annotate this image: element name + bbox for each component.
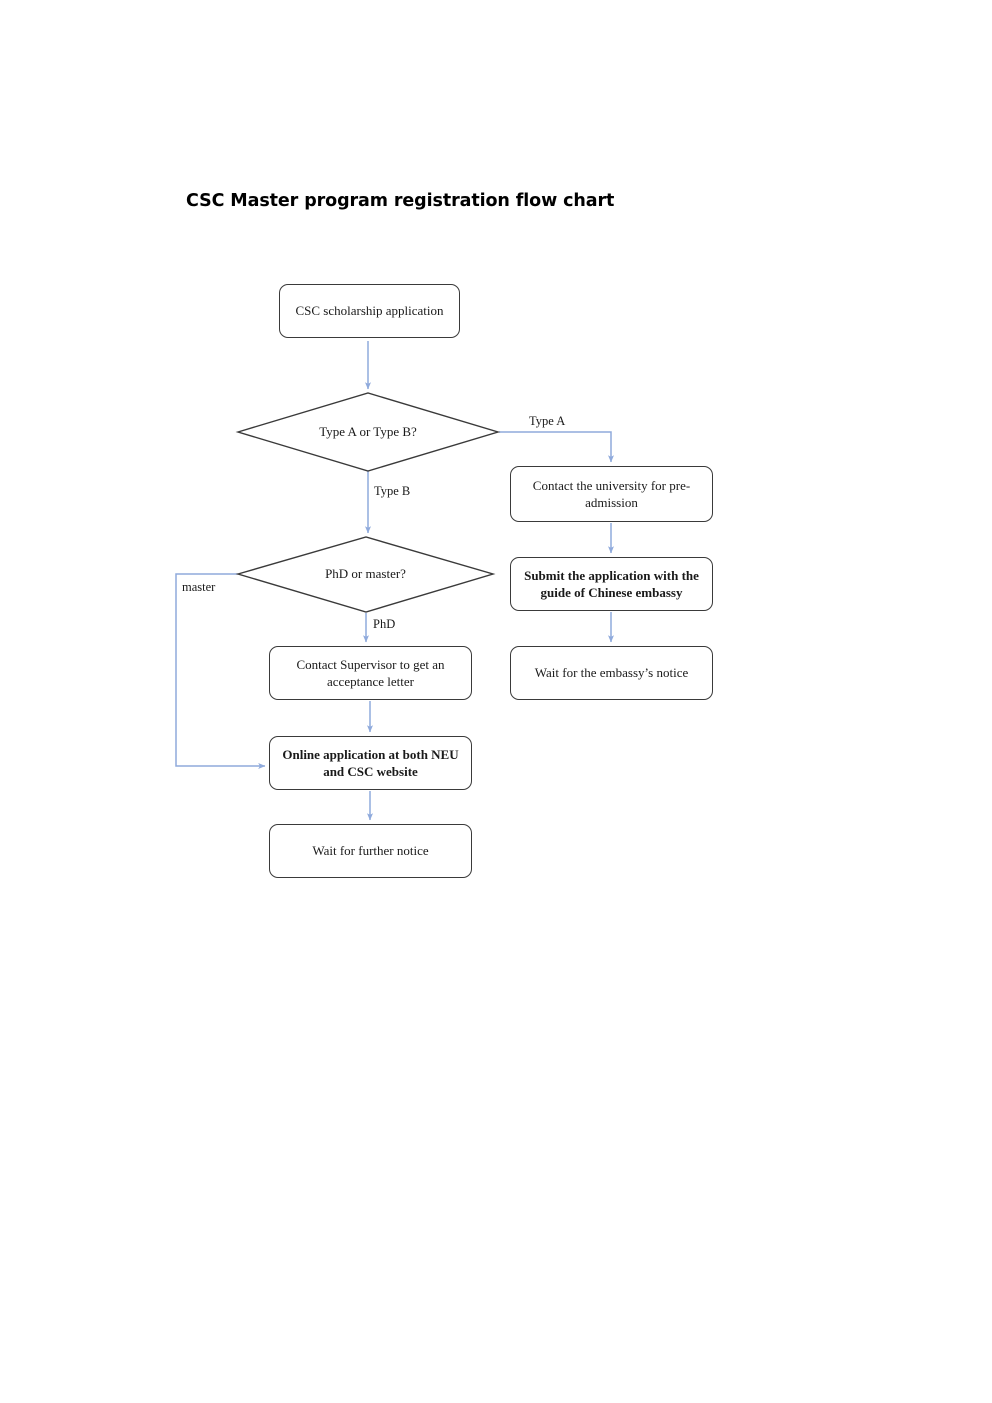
node-label-line1: Online application at both NEU — [282, 746, 459, 762]
node-label: Wait for further notice — [312, 843, 429, 859]
node-label: Submit the application with the guide of… — [521, 567, 702, 601]
node-wait-further-notice[interactable]: Wait for further notice — [269, 824, 472, 878]
node-label: Contact the university for pre- admissio… — [521, 477, 702, 511]
node-submit-embassy-application[interactable]: Submit the application with the guide of… — [510, 557, 713, 611]
node-label-line1: Contact Supervisor to get an — [296, 656, 445, 672]
page-title: CSC Master program registration flow cha… — [186, 191, 615, 211]
decision-diamond-degree[interactable] — [235, 536, 496, 613]
node-label-line2: and CSC website — [323, 764, 418, 779]
node-online-application[interactable]: Online application at both NEU and CSC w… — [269, 736, 472, 790]
node-wait-embassy-notice[interactable]: Wait for the embassy’s notice — [510, 646, 713, 700]
decision-label-degree: PhD or master? — [325, 566, 406, 581]
node-label-line2: guide of Chinese embassy — [540, 585, 683, 600]
node-label: Wait for the embassy’s notice — [534, 665, 689, 681]
decision-label-type: Type A or Type B? — [319, 424, 417, 439]
edge-master-loop — [175, 573, 266, 769]
node-label: Contact Supervisor to get an acceptance … — [280, 656, 461, 690]
node-label-line1: Submit the application with the — [524, 567, 699, 583]
node-label-line2: admission — [585, 495, 638, 510]
node-label: Online application at both NEU and CSC w… — [280, 746, 461, 780]
edge-type-a — [499, 431, 615, 463]
decision-diamond-type[interactable] — [235, 392, 501, 472]
node-csc-scholarship-application[interactable]: CSC scholarship application — [279, 284, 460, 338]
edge-label-master: master — [182, 580, 216, 594]
node-label-line2: acceptance letter — [327, 674, 414, 689]
edge-label-type-a: Type A — [529, 414, 566, 428]
edge-label-type-b: Type B — [374, 484, 411, 498]
edge-label-phd: PhD — [373, 617, 396, 631]
node-contact-supervisor[interactable]: Contact Supervisor to get an acceptance … — [269, 646, 472, 700]
node-label: CSC scholarship application — [295, 303, 444, 319]
node-label-line1: Contact the university for pre- — [532, 477, 691, 493]
node-contact-university[interactable]: Contact the university for pre- admissio… — [510, 466, 713, 522]
